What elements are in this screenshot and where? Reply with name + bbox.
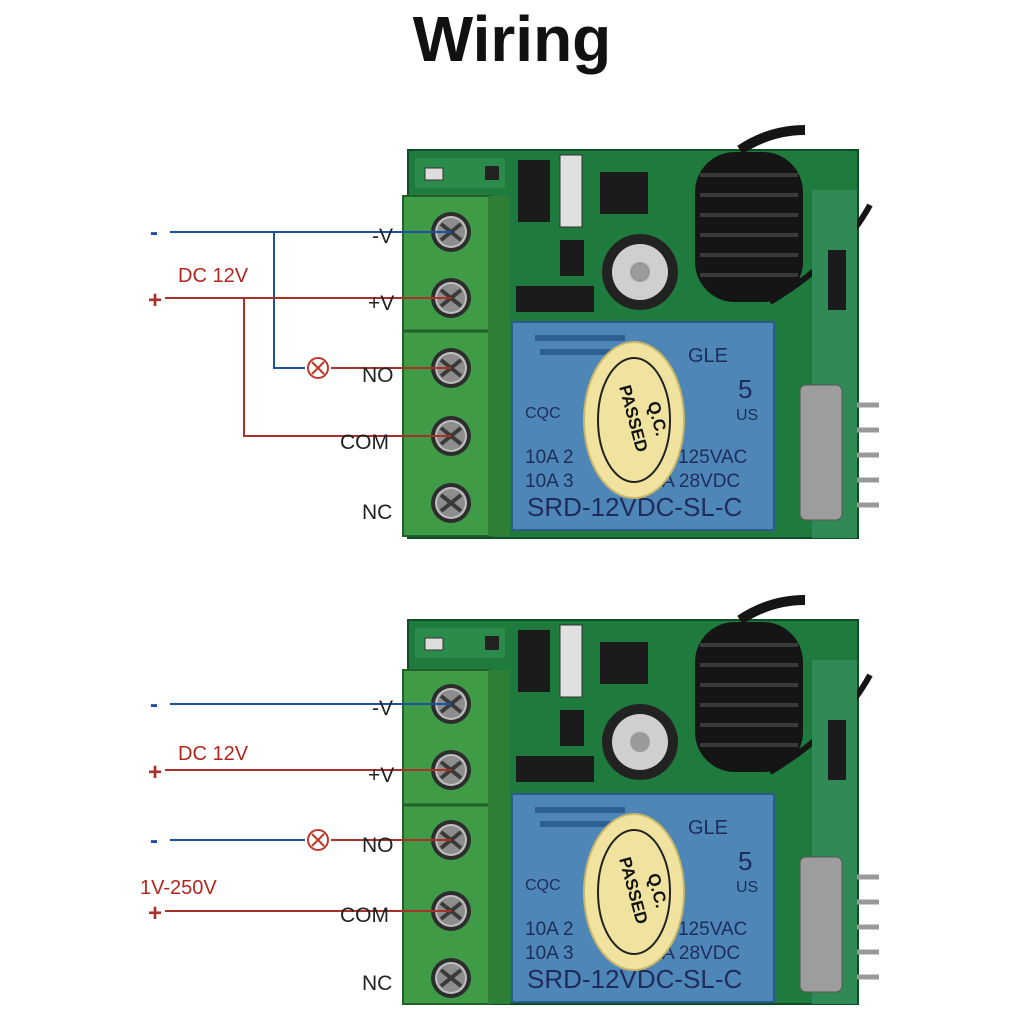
relay-us: US xyxy=(736,407,758,424)
qc-passed-sticker: Q.C. PASSED xyxy=(583,813,685,971)
relay-rating-1-left: 10A 2 xyxy=(525,447,574,468)
terminal-label-no: NO xyxy=(362,364,394,387)
relay-rating-2-right: A 28VDC xyxy=(662,943,740,964)
relay-rating-1-left: 10A 2 xyxy=(525,919,574,940)
capacitor xyxy=(602,234,678,310)
supply-plus-sign: + xyxy=(148,759,162,786)
terminal-label-no: NO xyxy=(362,834,394,857)
terminal-label-plus-v: +V xyxy=(368,292,394,315)
ic-chip xyxy=(518,630,550,692)
relay-rating-2-left: 10A 3 xyxy=(525,471,574,492)
load-supply-label: 1V-250V xyxy=(140,877,217,899)
load-lamp-icon xyxy=(307,357,329,379)
relay-brand: GLE xyxy=(688,345,728,367)
relay: GLE 5 US CQC 10A 2 125VAC 10A 3 A 28VDC … xyxy=(511,321,775,531)
terminal-label-nc: NC xyxy=(362,972,392,995)
relay-rating-1-right: 125VAC xyxy=(678,919,747,940)
relay-brand: GLE xyxy=(688,817,728,839)
qc-passed-sticker: Q.C. PASSED xyxy=(583,341,685,499)
terminal-label-plus-v: +V xyxy=(368,764,394,787)
diagram-2: GLE 5 US CQC 10A 2 125VAC 10A 3 A 28VDC … xyxy=(140,595,879,1005)
supply-minus-sign: - xyxy=(150,691,158,718)
relay-cqc: CQC xyxy=(525,877,561,894)
relay-rating-1-right: 125VAC xyxy=(678,447,747,468)
supply-label: DC 12V xyxy=(178,265,249,287)
capacitor xyxy=(602,704,678,780)
relay-us: US xyxy=(736,879,758,896)
supply-label: DC 12V xyxy=(178,743,249,765)
page-title: Wiring xyxy=(412,3,612,75)
relay-rating-2-right: A 28VDC xyxy=(662,471,740,492)
relay-digit: 5 xyxy=(738,846,752,876)
terminal-label-minus-v: -V xyxy=(372,225,393,248)
terminal-label-minus-v: -V xyxy=(372,697,393,720)
terminal-block xyxy=(402,669,510,1005)
terminal-label-com: COM xyxy=(340,431,389,454)
wiring xyxy=(165,231,451,437)
relay-cqc: CQC xyxy=(525,405,561,422)
ic-chip xyxy=(518,160,550,222)
supply-plus-sign: + xyxy=(148,287,162,314)
wiring xyxy=(165,703,451,912)
load-lamp-icon xyxy=(307,829,329,851)
terminal-label-nc: NC xyxy=(362,501,392,524)
relay-digit: 5 xyxy=(738,374,752,404)
relay: GLE 5 US CQC 10A 2 125VAC 10A 3 A 28VDC … xyxy=(511,793,775,1003)
supply-minus-sign: - xyxy=(150,219,158,246)
load-plus-sign: + xyxy=(148,900,162,927)
relay-rating-2-left: 10A 3 xyxy=(525,943,574,964)
terminal-label-com: COM xyxy=(340,904,389,927)
load-minus-sign: - xyxy=(150,827,158,854)
diagram-1: GLE 5 US CQC 10A 2 125VAC 10A 3 A 28VDC … xyxy=(148,125,879,539)
terminal-block xyxy=(402,195,510,537)
